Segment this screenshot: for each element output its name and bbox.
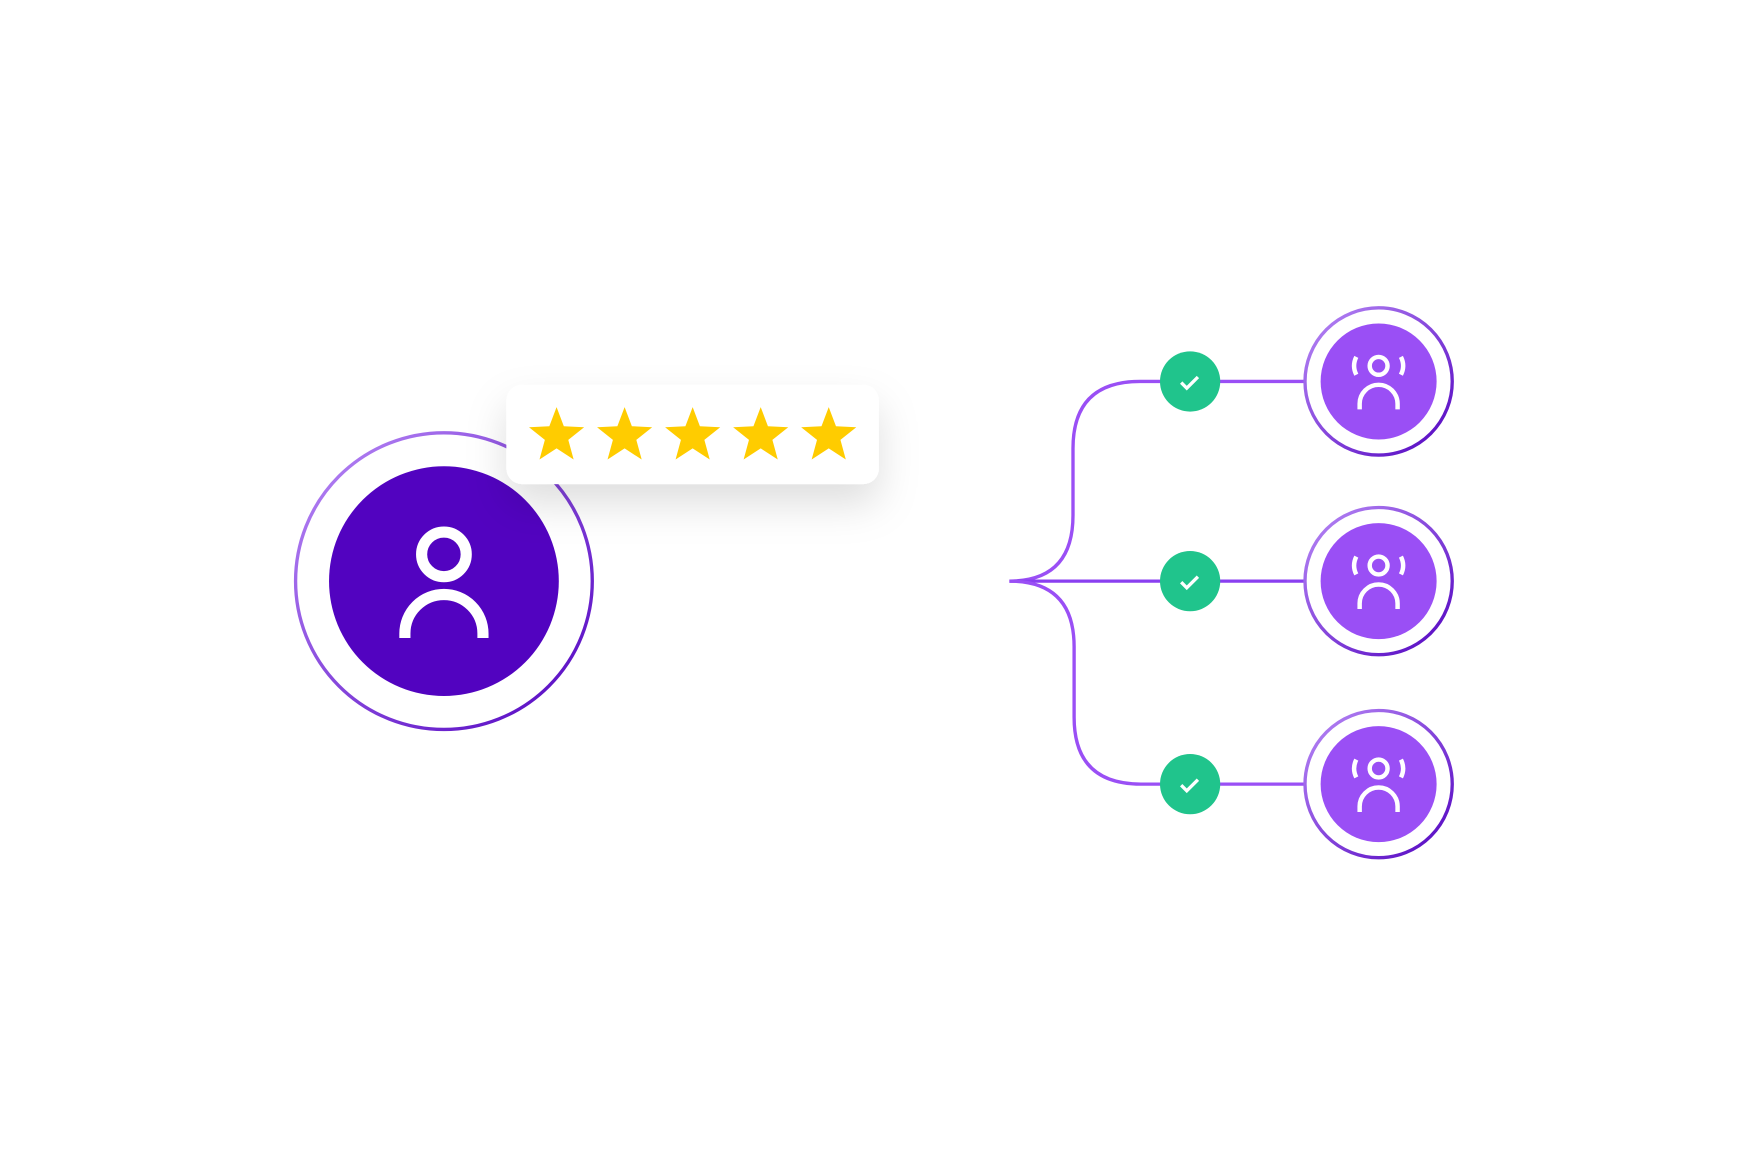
target-node[interactable] (1303, 708, 1454, 860)
star-icon (597, 407, 653, 460)
star-icon (665, 407, 721, 460)
user-broadcast-icon (1351, 554, 1406, 609)
check-badge (1160, 351, 1221, 412)
target-node[interactable] (1303, 505, 1454, 657)
target-nodes (1160, 306, 1454, 860)
star-icon (529, 407, 585, 460)
star-icon (801, 407, 857, 460)
user-broadcast-icon (1351, 354, 1406, 410)
check-badge (1160, 754, 1221, 815)
check-badge (1160, 551, 1221, 612)
check-icon (1180, 778, 1200, 794)
connector-branch-bottom (1009, 579, 1305, 786)
target-node[interactable] (1303, 306, 1454, 457)
rating-stars (529, 407, 857, 460)
connector-branch-top (1009, 379, 1305, 583)
check-icon (1180, 575, 1200, 591)
user-broadcast-icon (1351, 757, 1406, 812)
source-node[interactable] (293, 431, 594, 732)
user-icon (399, 526, 489, 638)
check-icon (1180, 375, 1200, 391)
connectors (591, 379, 1305, 786)
star-icon (733, 407, 789, 460)
